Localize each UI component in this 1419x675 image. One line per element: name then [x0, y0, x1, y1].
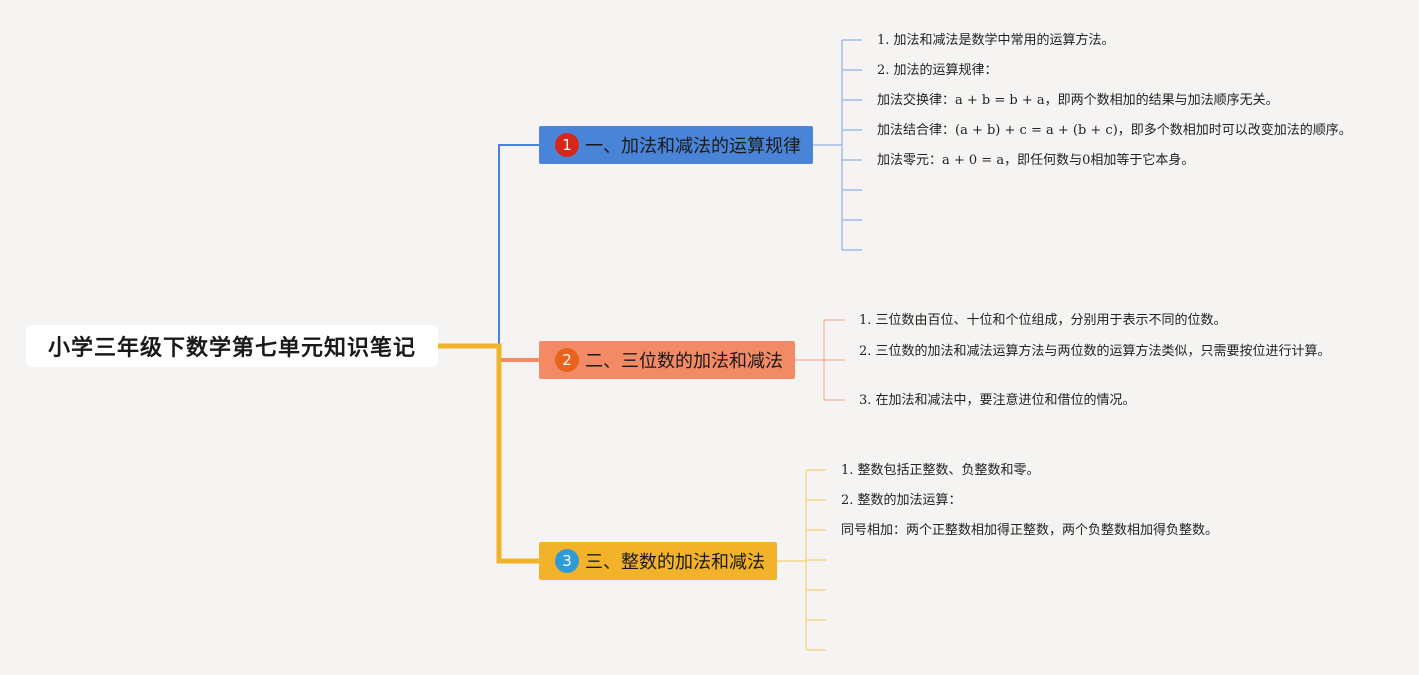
- leaf-topic[interactable]: 加法结合律：(a + b) + c = a + (b + c)，即多个数相加时可…: [877, 123, 1352, 138]
- branch-label: 三、整数的加法和减法: [585, 552, 765, 573]
- root-topic[interactable]: 小学三年级下数学第七单元知识笔记: [26, 325, 438, 367]
- connector-branch-3: [438, 343, 539, 564]
- connector-group-3: [777, 469, 826, 651]
- branch-topic-2[interactable]: 2 二、三位数的加法和减法: [539, 341, 795, 379]
- leaf-topic[interactable]: 1. 整数包括正整数、负整数和零。: [841, 463, 1040, 478]
- leaf-topic[interactable]: 加法零元：a + 0 = a，即任何数与0相加等于它本身。: [877, 153, 1195, 168]
- leaf-topic[interactable]: 1. 加法和减法是数学中常用的运算方法。: [877, 33, 1115, 48]
- number-1-icon: 1: [555, 133, 579, 157]
- number-2-icon: 2: [555, 348, 579, 372]
- branch-label: 一、加法和减法的运算规律: [585, 136, 801, 157]
- leaf-topic[interactable]: 同号相加：两个正整数相加得正整数，两个负整数相加得负整数。: [841, 523, 1219, 538]
- leaf-topic[interactable]: 3. 在加法和减法中，要注意进位和借位的情况。: [859, 393, 1136, 408]
- leaf-topic[interactable]: 2. 加法的运算规律：: [877, 63, 998, 78]
- branch-topic-3[interactable]: 3 三、整数的加法和减法: [539, 542, 777, 580]
- leaf-topic[interactable]: 2. 整数的加法运算：: [841, 493, 962, 508]
- leaf-topic[interactable]: 2. 三位数的加法和减法运算方法与两位数的运算方法类似，只需要按位进行计算。: [859, 344, 1331, 359]
- branch-topic-1[interactable]: 1 一、加法和减法的运算规律: [539, 126, 813, 164]
- leaf-topic[interactable]: 加法交换律：a + b = b + a，即两个数相加的结果与加法顺序无关。: [877, 93, 1279, 108]
- branch-label: 二、三位数的加法和减法: [585, 351, 783, 372]
- connector-group-2: [795, 319, 845, 401]
- number-3-icon: 3: [555, 549, 579, 573]
- leaf-topic[interactable]: 1. 三位数由百位、十位和个位组成，分别用于表示不同的位数。: [859, 313, 1227, 328]
- connector-branch-1: [438, 144, 539, 347]
- connector-group-1: [813, 39, 862, 251]
